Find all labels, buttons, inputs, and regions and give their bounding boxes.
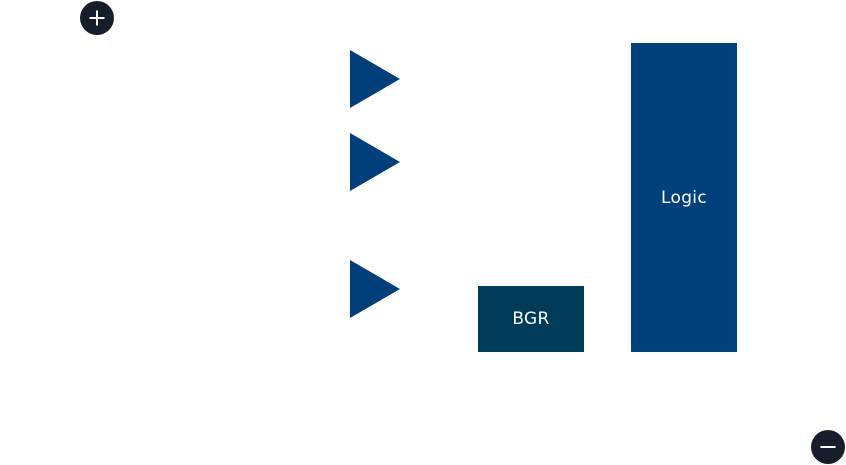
amplifier-triangle-3[interactable] [350,260,400,318]
bgr-block[interactable]: BGR [478,286,584,352]
plus-icon [80,1,114,35]
logic-label: Logic [661,187,707,208]
amplifier-triangle-1[interactable] [350,50,400,108]
zoom-out-button[interactable] [811,430,845,464]
minus-icon [811,430,845,464]
amplifier-triangle-2[interactable] [350,133,400,191]
zoom-in-button[interactable] [80,1,114,35]
bgr-label: BGR [512,309,550,329]
logic-block[interactable]: Logic [631,43,737,352]
